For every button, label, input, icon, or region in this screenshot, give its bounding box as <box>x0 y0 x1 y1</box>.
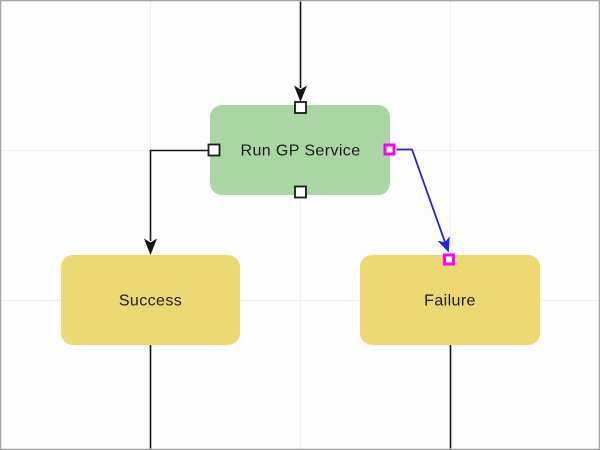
edge-run-gp-service-to-failure[interactable] <box>396 148 450 253</box>
node-success[interactable]: Success <box>61 255 240 345</box>
edge-line[interactable] <box>149 149 210 242</box>
arrowhead-icon <box>437 236 450 253</box>
port-left-run-gp-service[interactable] <box>207 143 221 157</box>
node-label: Success <box>119 293 182 310</box>
node-failure[interactable]: Failure <box>360 255 540 345</box>
port-bottom-run-gp-service[interactable] <box>294 185 307 199</box>
node-shape[interactable] <box>360 255 540 345</box>
node-shape[interactable] <box>61 255 240 345</box>
selection-handle-right-run-gp-service[interactable] <box>383 143 396 156</box>
edge-into-run-gp-service[interactable] <box>294 1 307 103</box>
node-run-gp-service[interactable]: Run GP Service <box>210 105 390 195</box>
selection-handle-top-failure[interactable] <box>443 253 455 266</box>
node-shape[interactable] <box>210 105 390 195</box>
node-label: Failure <box>424 293 476 310</box>
arrowhead-icon <box>144 238 157 255</box>
edge-run-gp-service-to-success[interactable] <box>144 149 210 256</box>
node-label: Run GP Service <box>240 143 360 160</box>
port-top-run-gp-service[interactable] <box>294 101 307 114</box>
arrowhead-icon <box>294 85 307 102</box>
edge-line[interactable] <box>396 148 446 243</box>
